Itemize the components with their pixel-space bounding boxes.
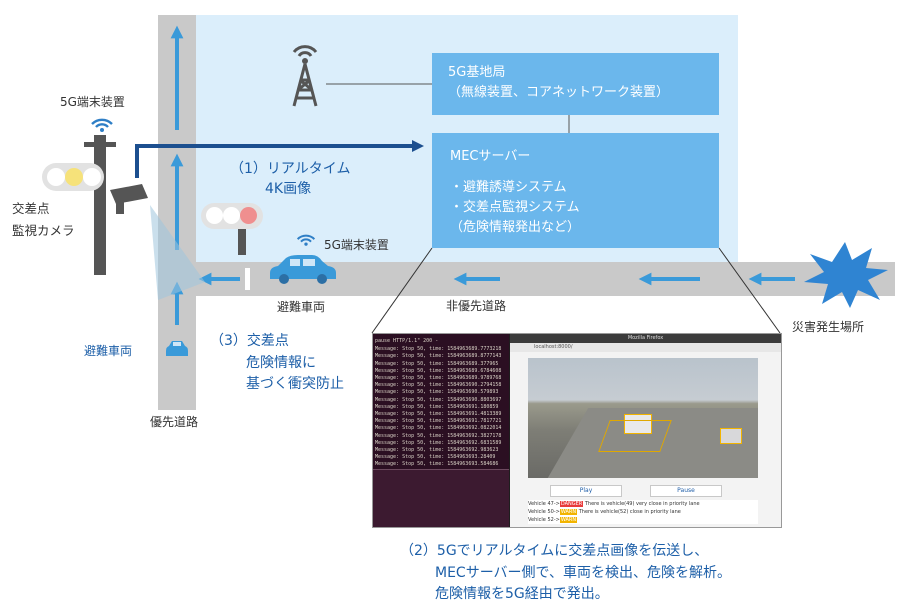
car-icon [270, 255, 336, 284]
log-line: Vehicle 52->WARN [528, 516, 758, 524]
terminal-line: Message: Stop 50, time: 1584963691.48133… [375, 411, 502, 418]
image-stream-arrow [135, 140, 424, 178]
terminal-label-top: 5G端末装置 [60, 95, 125, 109]
step3-line3: 基づく衝突防止 [246, 376, 344, 392]
log-prefix: Vehicle 52-> [528, 517, 560, 523]
pause-button[interactable]: Pause [650, 485, 722, 497]
terminal-line: Message: Stop 50, time: 1584963689.77732… [375, 346, 502, 353]
browser-title-bar: Mozilla Firefox [510, 334, 781, 343]
mec-server-box: MECサーバー ・避難誘導システム ・交差点監視システム （危険情報発出など） [432, 133, 719, 248]
log-text: There is vehicle(49) very close in prior… [583, 501, 700, 507]
callout-line-left [371, 247, 433, 334]
priority-lane-outline [598, 420, 672, 452]
traffic-light-lamp-2 [65, 168, 83, 186]
terminal-line: Message: Stop 50, time: 1584963691.78177… [375, 418, 502, 425]
terminal-line: Message: Stop 50, time: 1584963689.37796… [375, 360, 499, 367]
terminal-line: Message: Stop 50, time: 1584963692.68315… [375, 439, 502, 446]
base-station-box: 5G基地局 （無線装置、コアネットワーク装置） [432, 53, 719, 115]
non-priority-road-label: 非優先道路 [446, 299, 507, 313]
detected-vehicle-box-2 [720, 428, 742, 444]
evac-vehicle-left-label: 避難車両 [84, 344, 133, 358]
camera-label-2: 監視カメラ [12, 223, 75, 238]
pole-crossbar [84, 142, 116, 147]
terminal-header: pause HTTP/1.1" 200 - [375, 338, 439, 344]
step2-line2: MECサーバー側で、車両を検出、危険を解析。 [435, 565, 731, 581]
terminal-window: pause HTTP/1.1" 200 - Message: Stop 50, … [373, 334, 509, 527]
mec-server-title: MECサーバー [450, 149, 531, 164]
mec-item-1: ・避難誘導システム [450, 180, 567, 195]
terminal-line: Message: Stop 50, time: 1584963689.87771… [375, 353, 502, 360]
terminal-label-road: 5G端末装置 [324, 238, 389, 252]
log-tag: WARN [559, 509, 578, 515]
terminal-line: Message: Stop 50, time: 1584963691.18085… [375, 403, 499, 410]
road-signal-lamp-1 [206, 207, 223, 224]
log-line: Vehicle 50->WARN There is vehicle(52) cl… [528, 508, 758, 516]
step1-line2: 4K画像 [265, 181, 312, 197]
log-line: Vehicle 47->DANGER There is vehicle(49) … [528, 500, 758, 508]
step3-line1: （3）交差点 [210, 333, 289, 349]
intersection-camera-image [528, 358, 758, 478]
base-station-title: 5G基地局 [448, 65, 506, 80]
step3-line2: 危険情報に [246, 355, 316, 371]
log-prefix: Vehicle 47-> [528, 501, 560, 507]
camera-icon [110, 184, 148, 214]
terminal-bottom-panel [373, 469, 509, 527]
traffic-light-lamp-1 [47, 168, 65, 186]
step2-line1: （2）5Gでリアルタイムに交差点画像を伝送し、 [400, 543, 709, 559]
detection-log: Vehicle 47->DANGER There is vehicle(49) … [528, 500, 758, 524]
burst-icon [804, 242, 888, 308]
mec-item-2: ・交差点監視システム [450, 200, 580, 215]
disaster-site-label: 災害発生場所 [792, 320, 865, 334]
camera-view-cone [150, 205, 205, 300]
car-icon-left [166, 341, 188, 356]
evac-vehicle-road-label: 避難車両 [277, 300, 326, 314]
step2-line3: 危険情報を5G経由で発出。 [435, 586, 609, 602]
terminal-line: Message: Stop 50, time: 1584963689.97897… [375, 375, 502, 382]
terminal-line: Message: Stop 50, time: 1584963689.67846… [375, 367, 502, 374]
terminal-line: Message: Stop 50, time: 1584963693.58468… [375, 461, 499, 468]
mec-item-3: （危険情報発出など） [450, 220, 581, 235]
callout-line-right [718, 247, 781, 334]
terminal-line: Message: Stop 50, time: 1584963690.27941… [375, 382, 502, 389]
stop-line [245, 268, 250, 290]
play-button[interactable]: Play [550, 485, 622, 497]
log-tag: WARN [559, 517, 578, 523]
terminal-line: Message: Stop 50, time: 1584963690.57989… [375, 389, 499, 396]
detected-vehicle-box-1 [624, 414, 652, 434]
camera-pole [94, 135, 106, 275]
step1-line1: （1）リアルタイム [230, 161, 351, 177]
terminal-line: Message: Stop 50, time: 1584963692.38271… [375, 432, 502, 439]
log-tag: DANGER [559, 501, 584, 507]
road-signal-lamp-3 [240, 207, 257, 224]
log-prefix: Vehicle 50-> [528, 509, 560, 515]
terminal-line: Message: Stop 50, time: 1584963692.98362… [375, 447, 499, 454]
browser-window: Mozilla Firefox localhost:8000/ Play Pau… [510, 334, 781, 527]
system-screenshot: pause HTTP/1.1" 200 - Message: Stop 50, … [372, 333, 782, 528]
browser-url-bar[interactable]: localhost:8000/ [510, 343, 781, 352]
terminal-line: Message: Stop 50, time: 1584963693.28409 [375, 454, 496, 461]
log-text: There is vehicle(52) close in priority l… [577, 509, 681, 515]
base-station-subtitle: （無線装置、コアネットワーク装置） [448, 85, 670, 100]
priority-road-label: 優先道路 [150, 415, 199, 429]
road-signal-pole [238, 215, 246, 255]
terminal-line: Message: Stop 50, time: 1584963692.08220… [375, 425, 502, 432]
terminal-line: Message: Stop 50, time: 1584963690.88036… [375, 396, 502, 403]
wifi-icon [91, 118, 113, 132]
road-signal-lamp-2 [223, 207, 240, 224]
wifi-icon-road [296, 234, 316, 246]
antenna-tower-icon [292, 45, 318, 107]
camera-label-1: 交差点 [12, 201, 50, 216]
traffic-light-lamp-3 [83, 168, 101, 186]
